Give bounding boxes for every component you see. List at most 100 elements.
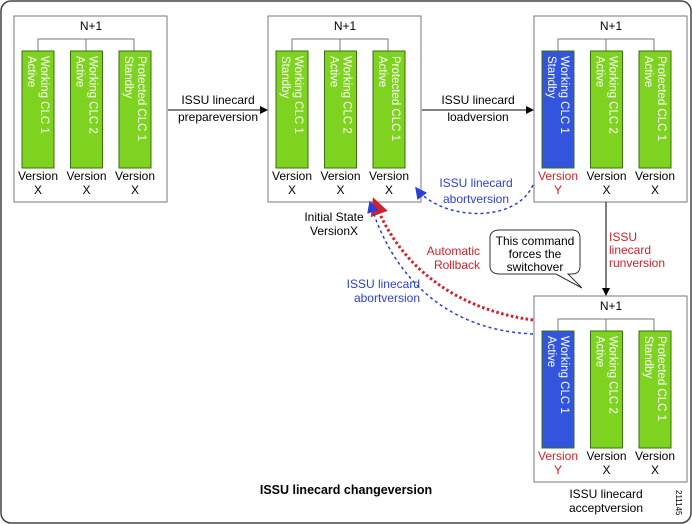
version-label: Version (272, 169, 312, 183)
accept-label: ISSU linecard (569, 487, 642, 501)
version-label: Version (369, 169, 409, 183)
version-value: X (385, 183, 393, 197)
linecard-name: Working CLC 2 (607, 56, 619, 134)
load-label: ISSU linecard (441, 93, 514, 107)
version-label: Version (586, 169, 626, 183)
linecard-state: Active (328, 56, 340, 87)
rollback-arrow (370, 197, 534, 322)
linecard-name: Working CLC 2 (87, 56, 99, 134)
run-label: ISSU (609, 230, 637, 244)
linecard-state: Active (594, 336, 606, 367)
version-label: Version (538, 449, 578, 463)
redundancy-bracket (291, 38, 389, 51)
version-value: X (336, 183, 344, 197)
linecard-state: Standby (122, 56, 134, 98)
linecard-name: Working CLC 1 (38, 56, 50, 134)
abort-label-2b: abortversion (354, 291, 420, 305)
redundancy-bracket (557, 318, 655, 331)
linecard-name: Working CLC 1 (558, 336, 570, 414)
callout-text-2: forces the (509, 247, 562, 261)
initial-state-label: Initial State (304, 210, 364, 224)
callout-text-3: switchover (507, 260, 564, 274)
abort-arrow-1 (415, 184, 534, 215)
callout-text-1: This command (496, 234, 575, 248)
version-label: Version (538, 169, 578, 183)
run-label-3: runversion (609, 256, 665, 270)
linecard-body (638, 330, 672, 449)
version-label: Version (635, 169, 675, 183)
version-value: X (651, 183, 659, 197)
version-value: X (602, 463, 610, 477)
linecard-body (275, 50, 309, 169)
linecard-name: Working CLC 1 (558, 56, 570, 134)
linecard-state: Active (545, 336, 557, 367)
linecard-body (372, 50, 406, 169)
linecard-body (118, 50, 152, 169)
linecard-body (21, 50, 55, 169)
version-value: Y (554, 463, 562, 477)
linecard-state: Active (74, 56, 86, 87)
version-value: X (602, 183, 610, 197)
linecard-state: Active (25, 56, 37, 87)
run-label-2: linecard (609, 243, 651, 257)
redundancy-bracket (37, 38, 135, 51)
linecard-state: Standby (642, 336, 654, 378)
abort-label-2: ISSU linecard (347, 277, 420, 291)
redundancy-bracket (557, 38, 655, 51)
linecard-name: Protected CLC 1 (389, 56, 401, 141)
linecard-name: Protected CLC 1 (655, 336, 667, 421)
n-plus-1-label: N+1 (80, 19, 103, 33)
linecard-body (590, 330, 623, 449)
abort-label-1: ISSU linecard (439, 176, 512, 190)
linecard-name: Protected CLC 1 (135, 56, 147, 141)
n-plus-1-label: N+1 (334, 19, 357, 33)
linecard-state: Standby (545, 56, 557, 98)
version-label: Version (66, 169, 106, 183)
abort-arrow-2 (367, 200, 534, 335)
diagram-title: ISSU linecard changeversion (260, 483, 432, 497)
figure-id: 211145 (674, 490, 683, 516)
linecard-body (541, 50, 575, 169)
callout-bubble (489, 229, 583, 289)
version-value: X (288, 183, 296, 197)
linecard-body (70, 50, 103, 169)
version-value: X (34, 183, 42, 197)
linecard-body (541, 330, 575, 449)
linecard-name: Working CLC 1 (292, 56, 304, 134)
n-plus-1-label: N+1 (600, 19, 623, 33)
version-label: Version (586, 449, 626, 463)
abort-label-1b: abortversion (443, 192, 509, 206)
initial-state-label-2: VersionX (310, 224, 358, 238)
linecard-state: Active (376, 56, 388, 87)
version-value: Y (554, 183, 562, 197)
linecard-state: Active (594, 56, 606, 87)
version-value: X (651, 463, 659, 477)
linecard-name: Protected CLC 1 (655, 56, 667, 141)
linecard-body (324, 50, 357, 169)
linecard-state: Active (642, 56, 654, 87)
version-label: Version (320, 169, 360, 183)
n-plus-1-label: N+1 (600, 299, 623, 313)
linecard-body (590, 50, 623, 169)
version-value: X (82, 183, 90, 197)
load-label-2: loadversion (447, 110, 508, 124)
version-label: Version (635, 449, 675, 463)
linecard-body (638, 50, 672, 169)
linecard-name: Working CLC 2 (607, 336, 619, 414)
